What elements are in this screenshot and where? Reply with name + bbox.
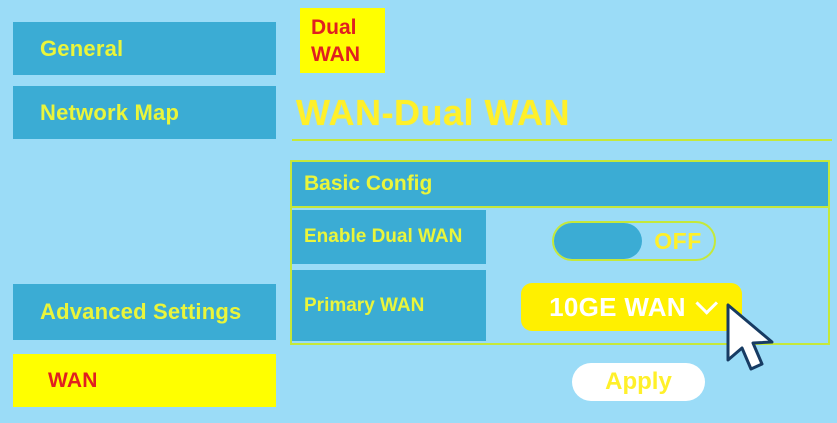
basic-config-title: Basic Config bbox=[304, 172, 433, 195]
primary-wan-label: Primary WAN bbox=[304, 294, 425, 316]
enable-dual-wan-label: Enable Dual WAN bbox=[304, 226, 463, 247]
sidebar-item-network-map[interactable]: Network Map bbox=[13, 86, 276, 139]
apply-button-label: Apply bbox=[605, 368, 672, 395]
sidebar-item-label: Network Map bbox=[40, 99, 180, 125]
sidebar-item-advanced-settings[interactable]: Advanced Settings bbox=[13, 284, 276, 340]
title-divider bbox=[292, 139, 832, 141]
toggle-knob[interactable] bbox=[554, 223, 642, 259]
basic-config-header: Basic Config bbox=[292, 162, 828, 208]
primary-wan-selected-value: 10GE WAN bbox=[549, 291, 686, 322]
row-label-cell: Primary WAN bbox=[292, 270, 486, 341]
page-title: WAN-Dual WAN bbox=[296, 92, 570, 133]
sidebar-item-general[interactable]: General bbox=[13, 22, 276, 75]
chevron-down-icon[interactable] bbox=[695, 292, 718, 315]
dual-wan-badge: Dual WAN bbox=[300, 8, 385, 73]
sidebar-item-label: Advanced Settings bbox=[40, 299, 242, 324]
dual-wan-badge-line1: Dual bbox=[311, 15, 357, 39]
row-primary-wan: Primary WAN 10GE WAN bbox=[292, 270, 828, 343]
row-label-cell: Enable Dual WAN bbox=[292, 210, 486, 264]
apply-button[interactable]: Apply bbox=[572, 363, 705, 401]
row-enable-dual-wan: Enable Dual WAN OFF bbox=[292, 210, 828, 268]
sidebar-item-label: General bbox=[40, 35, 124, 61]
basic-config-panel: Basic Config Enable Dual WAN OFF Primary… bbox=[290, 160, 830, 345]
sidebar-item-label: WAN bbox=[48, 368, 98, 392]
sidebar-item-wan[interactable]: WAN bbox=[13, 354, 276, 407]
toggle-state-label: OFF bbox=[654, 227, 702, 254]
enable-dual-wan-toggle[interactable]: OFF bbox=[552, 221, 716, 261]
primary-wan-dropdown[interactable]: 10GE WAN bbox=[521, 283, 742, 331]
dual-wan-badge-line2: WAN bbox=[311, 42, 360, 66]
